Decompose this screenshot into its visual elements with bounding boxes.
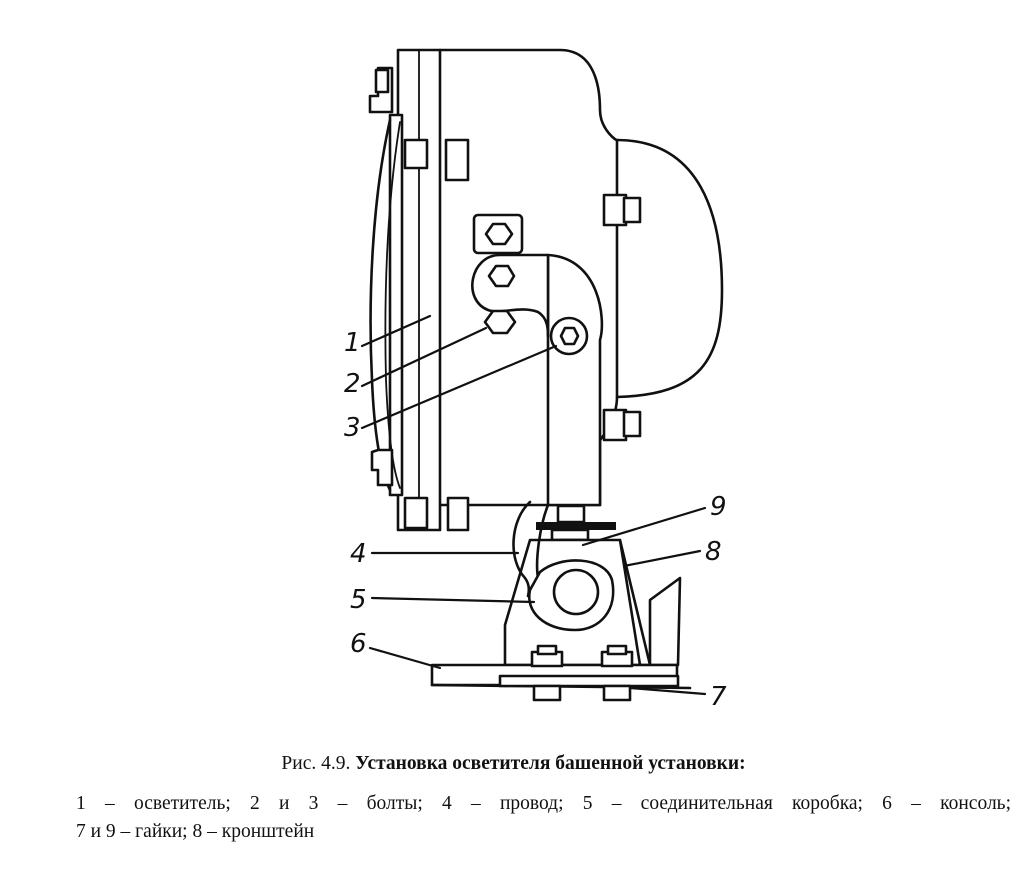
- callout-2: 2: [344, 369, 361, 399]
- lamp-mounting-drawing: 1 2 3 4 5 6 7 8 9: [344, 48, 727, 712]
- callout-9: 9: [710, 492, 727, 522]
- callout-1: 1: [344, 328, 361, 358]
- callout-6: 6: [350, 629, 367, 659]
- legend-line-2: 7 и 9 – гайки; 8 – кронштейн: [76, 821, 315, 842]
- caption-title: Установка осветителя башенной установки:: [355, 753, 746, 774]
- illuminator-body: [368, 48, 724, 532]
- callout-4: 4: [350, 539, 367, 569]
- callout-3: 3: [344, 413, 361, 443]
- callout-5: 5: [350, 585, 367, 615]
- yoke-arm: [471, 253, 604, 507]
- figure-caption: Рис. 4.9. Установка осветителя башенной …: [0, 753, 1027, 775]
- junction-box-5: [527, 559, 615, 632]
- callout-8: 8: [705, 537, 722, 567]
- nuts-7: [530, 644, 634, 702]
- caption-prefix: Рис. 4.9.: [281, 753, 351, 774]
- wire-4: [512, 500, 532, 598]
- mounting-plate: [472, 213, 524, 255]
- legend-line-1: 1 – осветитель; 2 и 3 – болты; 4 – прово…: [76, 793, 1011, 814]
- console-6: [430, 663, 692, 690]
- callout-7: 7: [710, 682, 727, 712]
- leader-lines: [360, 314, 707, 696]
